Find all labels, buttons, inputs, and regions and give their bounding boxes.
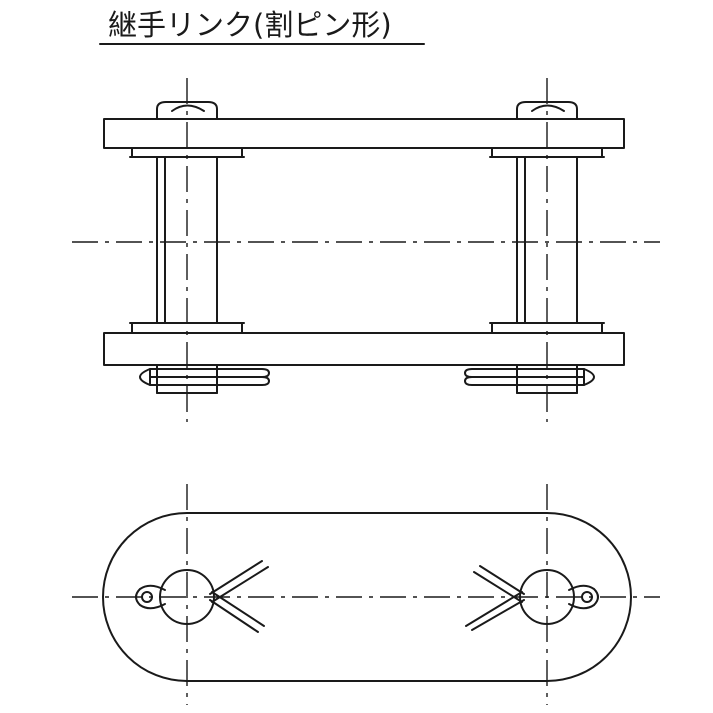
pin-head-left — [156, 101, 218, 120]
drawing-title: 継手リンク(割ピン形) — [99, 8, 425, 45]
cotter-pin-left-side — [139, 364, 270, 394]
top-view — [72, 484, 660, 705]
front-view — [72, 78, 660, 422]
title-text: 継手リンク(割ピン形) — [108, 8, 392, 42]
pin-head-right — [516, 101, 578, 120]
cotter-pin-right-side — [464, 364, 595, 394]
upper-link-plate — [103, 118, 625, 149]
lower-link-plate — [103, 332, 625, 366]
